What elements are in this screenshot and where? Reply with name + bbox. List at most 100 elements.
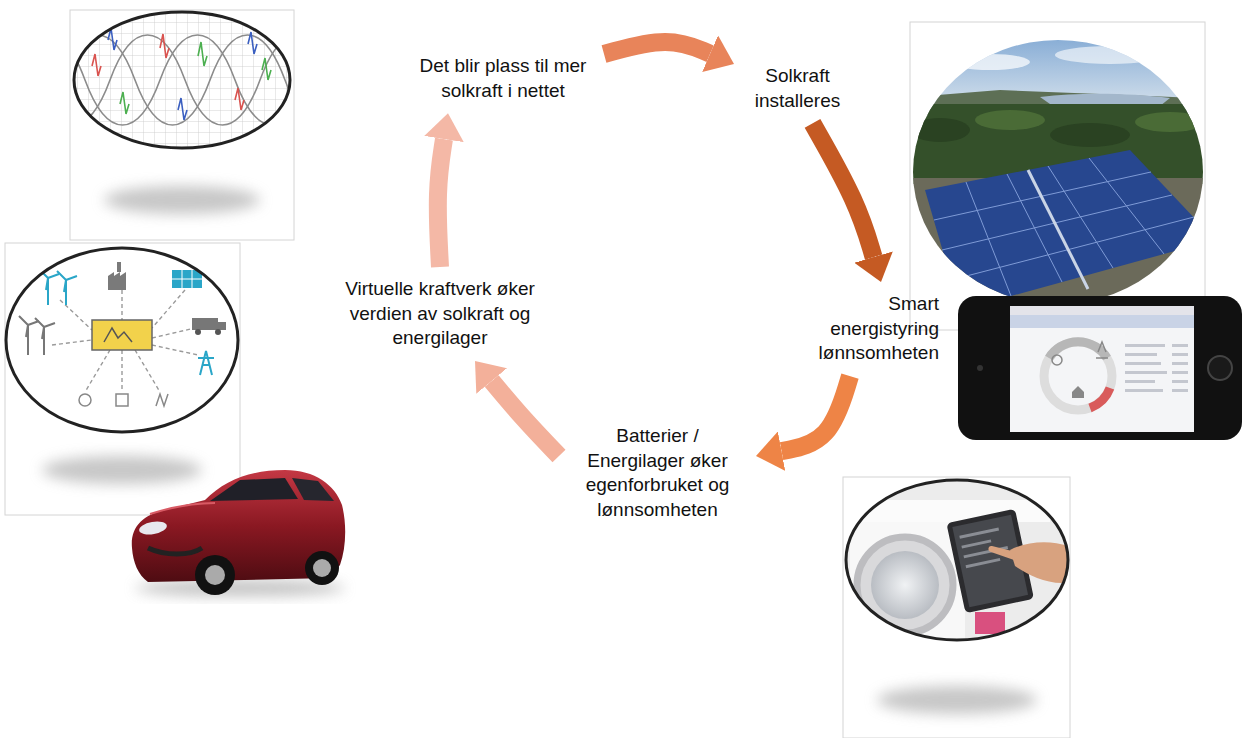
grid-network-illustration-part	[42, 456, 202, 484]
waveform-illustration-part	[60, 35, 435, 125]
waveform-illustration-part	[248, 32, 257, 54]
electric-car-part	[210, 478, 298, 501]
washing-machine-photo-part	[966, 558, 1001, 568]
electric-car-part	[150, 503, 215, 514]
grid-network-illustration-part	[152, 290, 185, 328]
washing-machine-photo-part	[871, 551, 939, 619]
waveform-illustration-part	[74, 12, 290, 148]
solar-photo-part	[934, 158, 1194, 296]
waveform-illustration-part	[92, 28, 271, 120]
washing-machine-photo-part	[959, 526, 1010, 568]
phone-app-part	[1172, 380, 1188, 383]
step-text: Batterier / Energilager øker egenforbruk…	[565, 420, 750, 527]
solar-photo-part	[1028, 170, 1088, 289]
grid-network-illustration-part	[104, 328, 132, 342]
cycle-arrow	[492, 381, 559, 456]
washing-machine-photo-part	[959, 528, 999, 539]
grid-network-illustration-part	[172, 270, 202, 288]
phone-app-part	[1125, 344, 1188, 392]
phone-app-part	[1125, 362, 1161, 365]
grid-network-illustration	[5, 243, 240, 515]
solar-photo-part	[950, 54, 1030, 70]
grid-network-illustration-part	[135, 350, 160, 392]
phone-app-part	[1172, 353, 1188, 356]
phone-app-part	[1052, 355, 1062, 365]
grid-network-illustration-part	[152, 345, 198, 355]
step-label: Solkraft installeres	[744, 64, 851, 113]
waveform-illustration-part	[120, 92, 129, 114]
washing-machine-photo-part	[850, 500, 965, 650]
solar-photo-part	[910, 118, 970, 142]
grid-network-illustration-part	[6, 248, 238, 432]
cycle-arrow	[438, 139, 444, 267]
step-label: Smart energistyring lønnsomheten	[809, 292, 939, 366]
grid-network-illustration-part	[116, 394, 128, 406]
phone-app-part	[1172, 371, 1188, 374]
waveform-illustration-part	[178, 98, 187, 120]
solar-photo-part	[951, 217, 1194, 280]
electric-car-part	[292, 478, 334, 501]
electric-car	[132, 470, 345, 596]
step-text: Solkraft installeres	[740, 60, 855, 117]
grid-network-illustration-part	[108, 272, 126, 290]
waveform-illustration-part	[160, 34, 169, 58]
phone-app-part	[977, 365, 983, 371]
phone-app-part	[958, 296, 1242, 440]
phone-app-part	[1044, 342, 1112, 410]
grid-network-illustration-part	[156, 394, 168, 406]
grid-network-illustration-part	[192, 318, 218, 330]
waveform-illustration-part	[0, 35, 435, 125]
waveform-illustration-part	[92, 54, 101, 76]
waveform-illustration-part	[70, 10, 294, 240]
grid-network-illustration-part	[117, 262, 121, 272]
phone-app-part	[1208, 356, 1232, 380]
solar-photo-part	[975, 110, 1045, 130]
phone-app-part	[1172, 362, 1188, 365]
grid-network-illustration-part	[172, 270, 202, 288]
waveform-illustration-part	[104, 186, 260, 214]
grid-network-illustration-part	[57, 271, 77, 292]
step-label: Batterier / Energilager øker egenforbruk…	[569, 424, 746, 523]
cycle-arrow	[813, 123, 874, 257]
grid-network-illustration-part	[121, 290, 122, 320]
phone-app-part	[1096, 342, 1108, 358]
waveform-illustration	[0, 10, 435, 240]
waveform-illustration-part	[74, 12, 290, 148]
washing-machine-photo-part	[975, 612, 1005, 634]
phone-app-part	[1125, 353, 1157, 356]
electric-car-part	[313, 559, 331, 577]
grid-network-illustration-part	[19, 262, 226, 406]
solar-photo-part	[1050, 123, 1130, 147]
grid-network-illustration-part	[60, 300, 92, 330]
washing-machine-photo-part	[961, 539, 991, 548]
phone-app-part	[1125, 389, 1163, 392]
grid-network-illustration-part	[152, 328, 195, 338]
waveform-illustration-part	[10, 35, 385, 125]
grid-network-illustration-part	[121, 350, 122, 392]
phone-app-part	[1172, 389, 1188, 392]
step-label: Det blir plass til mer solkraft i nettet	[412, 54, 594, 103]
solar-photo-part	[925, 150, 1215, 310]
washing-machine-photo-part	[877, 686, 1037, 714]
grid-network-illustration-part	[52, 290, 198, 392]
waveform-illustration-part	[235, 88, 244, 110]
step-text: Det blir plass til mer solkraft i nettet	[408, 50, 598, 107]
washing-machine-photo	[840, 475, 1075, 738]
phone-app-part	[1125, 380, 1155, 383]
grid-network-illustration-part	[39, 269, 77, 305]
electric-car-part	[148, 548, 202, 554]
solar-photo-part	[900, 30, 1220, 310]
grid-network-illustration-part	[92, 320, 152, 350]
phone-app	[958, 296, 1242, 440]
solar-photo	[900, 22, 1220, 330]
cycle-arrow	[604, 42, 710, 54]
waveform-illustration-part	[262, 58, 271, 80]
grid-network-illustration-part	[35, 318, 55, 339]
phone-app-part	[1125, 344, 1165, 347]
washing-machine-photo-part	[988, 546, 1016, 560]
electric-car-part	[195, 555, 235, 595]
step-text: Virtuelle kraftverk øker verdien av solk…	[340, 273, 540, 355]
